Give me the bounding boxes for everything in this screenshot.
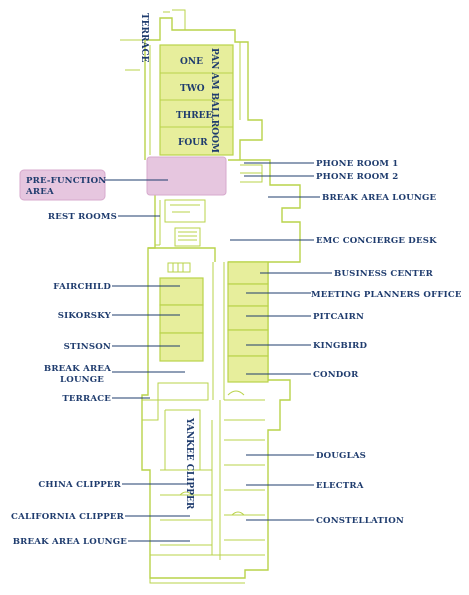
label-kingbird: KINGBIRD: [313, 341, 368, 351]
label-break-area-lounge: BREAK AREA LOUNGE: [322, 193, 437, 203]
ballroom-title: PAN AM BALLROOM: [209, 48, 219, 153]
label-meeting-planners-office: MEETING PLANNERS OFFICE: [311, 290, 462, 300]
label-phone-room-2: PHONE ROOM 2: [316, 172, 398, 182]
label-pre-function-line2: AREA: [25, 187, 54, 197]
label-break-area-line2: LOUNGE: [60, 375, 104, 385]
label-constellation: CONSTELLATION: [316, 516, 404, 526]
right-rooms-fill: [227, 261, 269, 383]
label-douglas: DOUGLAS: [316, 451, 366, 461]
terrace-top-label: TERRACE: [139, 13, 149, 63]
label-condor: CONDOR: [313, 370, 359, 380]
left-rooms-fill: [159, 277, 204, 362]
label-phone-room-1: PHONE ROOM 1: [316, 159, 398, 169]
label-china-clipper: CHINA CLIPPER: [38, 480, 121, 490]
label-pitcairn: PITCAIRN: [313, 312, 364, 322]
label-emc-concierge-desk: EMC CONCIERGE DESK: [316, 236, 437, 246]
ballroom-section-one: ONE: [180, 57, 203, 67]
label-break-area-lounge-bottom: BREAK AREA LOUNGE: [13, 537, 128, 547]
ballroom-section-four: FOUR: [178, 138, 208, 148]
yankee-clipper-label: YANKEE CLIPPER: [184, 417, 194, 510]
label-sikorsky: SIKORSKY: [58, 311, 112, 321]
ballroom-section-two: TWO: [180, 84, 205, 94]
label-electra: ELECTRA: [316, 481, 364, 491]
label-pre-function-line1: PRE-FUNCTION: [26, 176, 106, 186]
label-terrace: TERRACE: [62, 394, 111, 404]
pre-function-area-shape: [146, 156, 227, 196]
ballroom-fill: [159, 44, 234, 156]
label-california-clipper: CALIFORNIA CLIPPER: [11, 512, 125, 522]
leader-lines: [105, 162, 332, 542]
pre-function-legend-box: [19, 169, 106, 201]
ballroom-section-three: THREE: [176, 111, 213, 121]
label-break-area-line1: BREAK AREA: [44, 364, 111, 374]
label-business-center: BUSINESS CENTER: [334, 269, 434, 279]
label-fairchild: FAIRCHILD: [53, 282, 111, 292]
label-rest-rooms: REST ROOMS: [48, 212, 117, 222]
label-stinson: STINSON: [64, 342, 111, 352]
